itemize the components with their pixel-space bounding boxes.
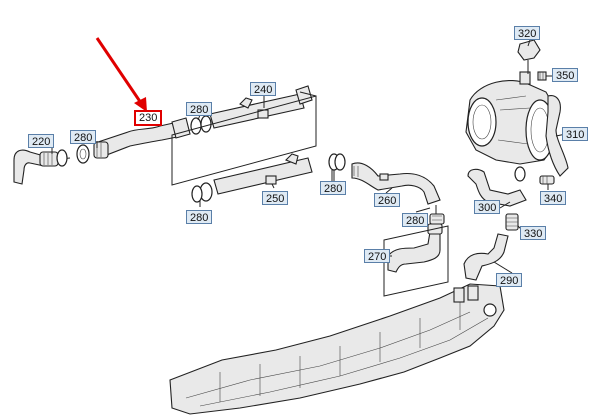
callout-250[interactable]: 250 xyxy=(262,191,289,205)
callout-280-a[interactable]: 280 xyxy=(70,130,97,144)
clamp-center xyxy=(328,153,346,182)
group-frame-upper xyxy=(171,95,317,186)
callout-330[interactable]: 330 xyxy=(520,226,547,240)
part-350 xyxy=(537,71,547,81)
intake-manifold xyxy=(169,283,505,415)
callout-280-c[interactable]: 280 xyxy=(186,210,213,224)
throttle-housing xyxy=(465,71,557,165)
callout-350[interactable]: 350 xyxy=(552,68,579,82)
part-330 xyxy=(505,213,519,231)
callout-230[interactable]: 230 xyxy=(134,110,163,126)
part-340 xyxy=(539,175,555,185)
callout-280-e[interactable]: 280 xyxy=(402,213,429,227)
hose-260 xyxy=(351,162,441,205)
pipe-240 xyxy=(209,85,317,129)
callout-260[interactable]: 260 xyxy=(374,193,401,207)
callout-280-d[interactable]: 280 xyxy=(320,181,347,195)
callout-320[interactable]: 320 xyxy=(514,26,541,40)
callout-300[interactable]: 300 xyxy=(474,200,501,214)
hose-290 xyxy=(463,233,509,281)
clamp-left xyxy=(56,144,90,167)
callout-270[interactable]: 270 xyxy=(364,249,391,263)
pipe-250 xyxy=(191,153,313,203)
hose-300 xyxy=(467,166,527,207)
hose-310 xyxy=(545,95,569,177)
group-frame-lower xyxy=(383,225,449,297)
callout-220[interactable]: 220 xyxy=(28,134,55,148)
pointer-arrow xyxy=(95,37,147,112)
part-320 xyxy=(517,39,541,74)
callout-310[interactable]: 310 xyxy=(562,127,589,141)
callout-240[interactable]: 240 xyxy=(250,82,277,96)
callout-340[interactable]: 340 xyxy=(540,191,567,205)
callout-280-b[interactable]: 280 xyxy=(186,102,213,116)
callout-290[interactable]: 290 xyxy=(496,273,523,287)
